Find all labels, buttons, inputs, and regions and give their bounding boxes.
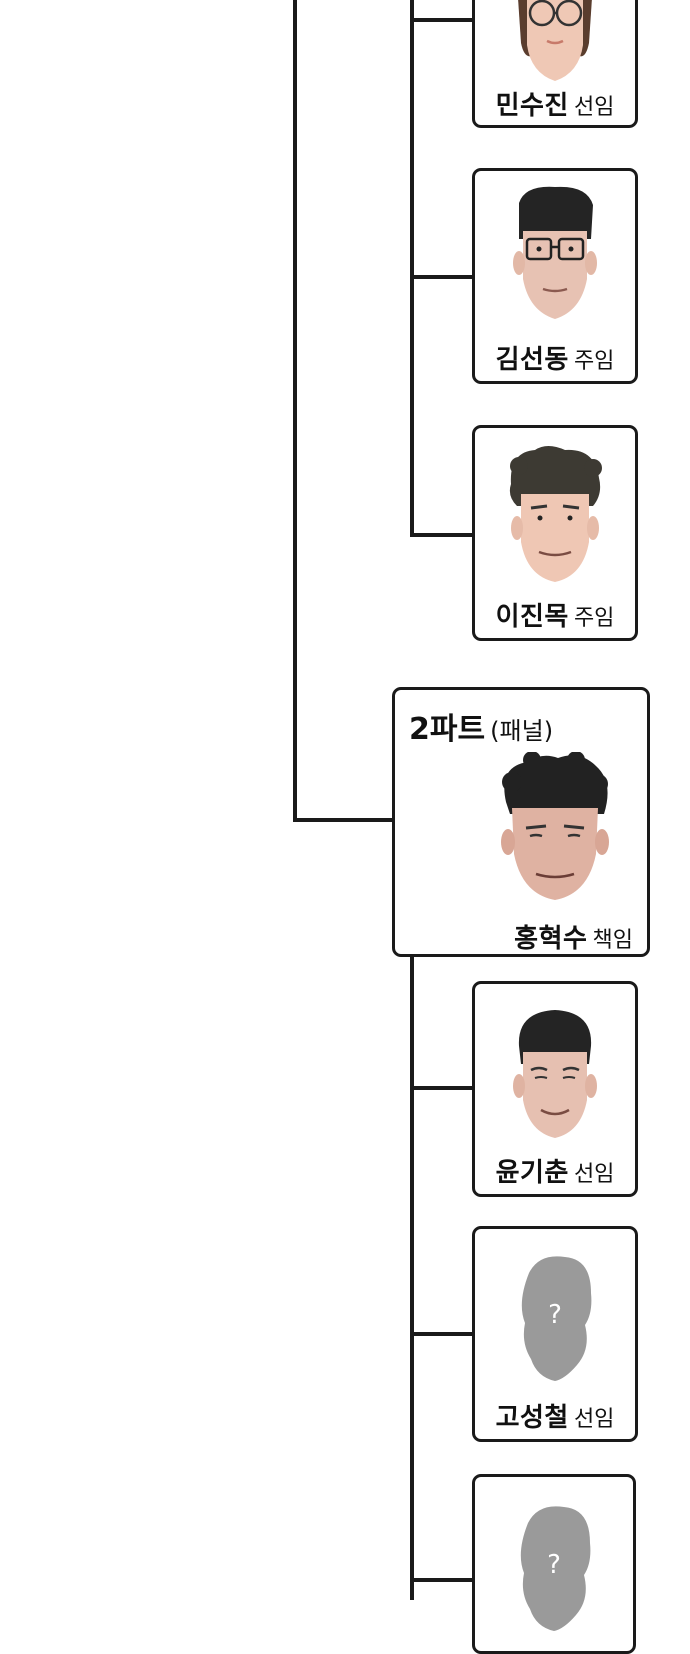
org-chart: 민수진 선임 김선동 주임 (293, 0, 650, 1654)
connector-unknown (410, 1578, 475, 1582)
part2-card: 2파트 (패널) 홍혁수 책임 (392, 687, 650, 957)
connector-kimsundong (410, 275, 475, 279)
member-name: 윤기춘 (495, 1158, 569, 1188)
member-rank: 선임 (573, 1407, 615, 1432)
man-glasses-face-icon (513, 186, 597, 319)
part-dept: (패널) (490, 717, 554, 745)
lead-name: 홍혁수 (514, 924, 588, 954)
question-mark: ? (547, 1550, 561, 1580)
connector-leejinmok (410, 533, 475, 537)
man-face-icon (513, 1010, 597, 1138)
member-rank: 주임 (573, 606, 615, 631)
connector-koseongcheol (410, 1332, 475, 1336)
member-name: 민수진 (495, 91, 569, 121)
trunk-to-part2-line (293, 818, 394, 822)
member-name-line: 고성철 선임 (475, 1397, 635, 1434)
member-name-line: 김선동 주임 (475, 339, 635, 376)
main-trunk-line (293, 0, 297, 822)
unknown-silhouette-icon: ? (521, 1256, 592, 1381)
member-name: 이진목 (495, 602, 569, 632)
member-name-line: 민수진 선임 (475, 85, 635, 122)
member-card: 민수진 선임 (472, 0, 638, 128)
member-name: 김선동 (495, 345, 569, 375)
member-name: 고성철 (495, 1403, 569, 1433)
member-rank: 선임 (573, 1162, 615, 1187)
member-card: ? 고성철 선임 (472, 1226, 638, 1442)
lead-rank: 책임 (592, 928, 633, 953)
member-rank: 주임 (573, 349, 615, 374)
unknown-silhouette-icon: ? (520, 1506, 591, 1631)
member-card: 이진목 주임 (472, 425, 638, 641)
lead-name-line: 홍혁수 책임 (514, 918, 633, 954)
member-card: ? (472, 1474, 636, 1654)
member-rank: 선임 (573, 95, 615, 120)
member-card: 윤기춘 선임 (472, 981, 638, 1197)
curly-lead-face-icon (501, 752, 609, 900)
part-name: 2파트 (409, 712, 486, 747)
member-name-line: 윤기춘 선임 (475, 1152, 635, 1189)
part1-branch-line (410, 0, 414, 537)
curly-man-face-icon (509, 446, 602, 582)
member-name-line: 이진목 주임 (475, 596, 635, 633)
part2-branch-line (410, 955, 414, 1600)
connector-minsujin (410, 18, 475, 22)
question-mark: ? (548, 1300, 562, 1330)
member-card: 김선동 주임 (472, 168, 638, 384)
woman-glasses-face-icon (518, 0, 592, 81)
part-title: 2파트 (패널) (409, 704, 553, 748)
connector-yoongichun (410, 1086, 475, 1090)
